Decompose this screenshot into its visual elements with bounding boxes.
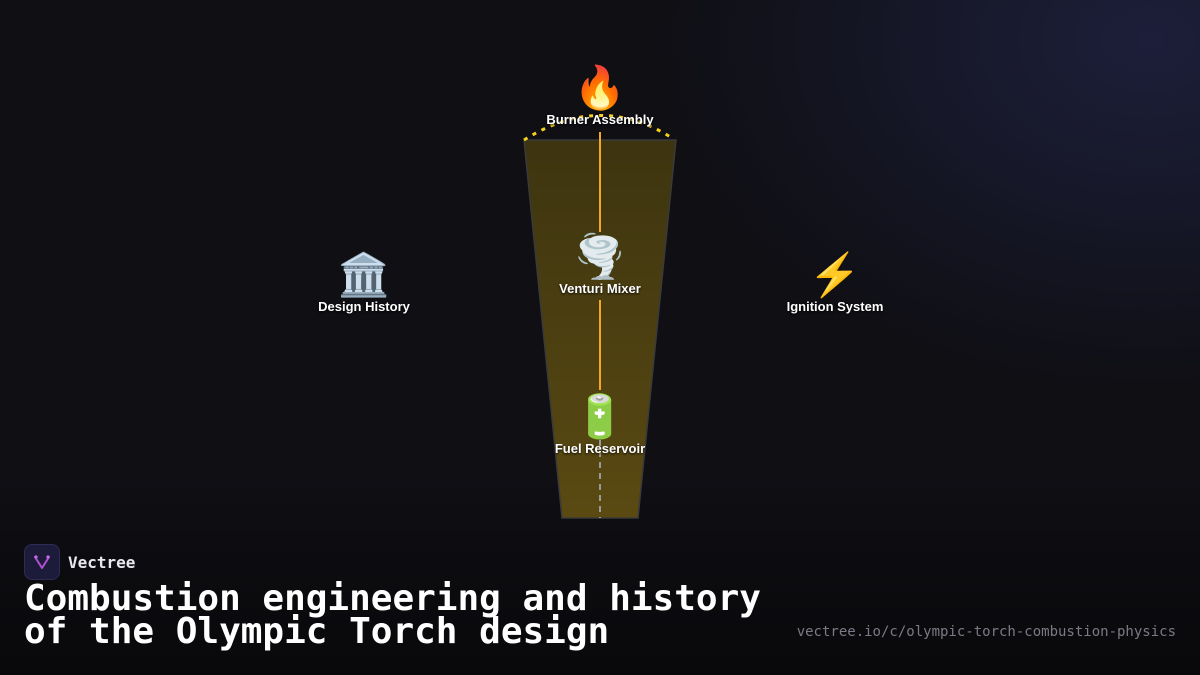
vectree-logo-icon [24,544,60,580]
page-title: Combustion engineering and history of th… [24,581,784,650]
node-venturi-mixer[interactable]: 🌪️ Venturi Mixer [510,233,690,296]
node-label: Ignition System [786,299,884,314]
tornado-icon: 🌪️ [573,233,627,280]
node-design-history[interactable]: 🏛️ Design History [274,251,454,314]
lightning-icon: ⚡ [808,251,862,298]
classical-building-icon: 🏛️ [337,251,391,298]
node-fuel-reservoir[interactable]: 🔋 Fuel Reservoir [510,393,690,456]
title-line-2: of the Olympic Torch design [24,611,610,652]
node-label: Burner Assembly [546,112,654,127]
node-label: Venturi Mixer [559,281,641,296]
node-label: Fuel Reservoir [554,441,646,456]
fire-icon: 🔥 [573,64,627,111]
node-label: Design History [318,299,410,314]
brand-name: Vectree [68,552,136,572]
node-ignition-system[interactable]: ⚡ Ignition System [745,251,925,314]
brand[interactable]: Vectree [24,544,135,580]
node-burner-assembly[interactable]: 🔥 Burner Assembly [510,64,690,127]
source-url[interactable]: vectree.io/c/olympic-torch-combustion-ph… [796,624,1176,640]
battery-icon: 🔋 [573,393,627,440]
title-line-1: Combustion engineering and history [24,578,761,619]
